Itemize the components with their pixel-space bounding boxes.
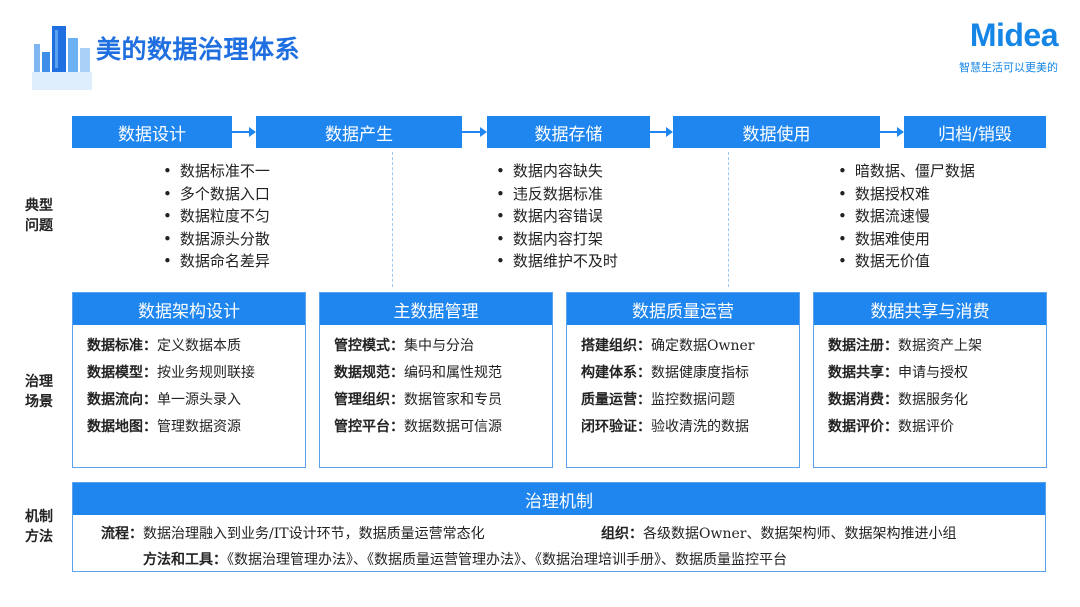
list-item: 数据共享：申请与授权 xyxy=(828,365,968,381)
buildings-logo-icon xyxy=(32,26,92,90)
list-item: 数据命名差异 xyxy=(163,250,270,273)
problems-list-storage: 数据内容缺失 违反数据标准 数据内容错误 数据内容打架 数据维护不及时 xyxy=(496,160,618,273)
list-item: 数据标准：定义数据本质 xyxy=(87,338,241,354)
list-item: 违反数据标准 xyxy=(496,183,618,206)
mechanism-box: 治理机制 流程：数据治理融入到业务/IT设计环节，数据质量运营常态化 组织：各级… xyxy=(72,482,1046,572)
stage-data-storage: 数据存储 xyxy=(487,116,650,148)
list-item: 多个数据入口 xyxy=(163,183,270,206)
page-title: 美的数据治理体系 xyxy=(96,35,301,64)
scenario-box-quality: 数据质量运营 搭建组织：确定数据Owner 构建体系：数据健康度指标 质量运营：… xyxy=(566,292,800,468)
flow-arrow xyxy=(880,127,904,137)
mechanism-organization: 组织：各级数据Owner、数据架构师、数据架构推进小组 xyxy=(601,526,957,542)
list-item: 数据源头分散 xyxy=(163,228,270,251)
row-label-problems: 典型问题 xyxy=(25,198,53,234)
list-item: 数据标准不一 xyxy=(163,160,270,183)
brand-slogan: 智慧生活可以更美的 xyxy=(959,61,1058,74)
stage-data-design: 数据设计 xyxy=(72,116,232,148)
stage-data-production: 数据产生 xyxy=(256,116,462,148)
list-item: 数据模型：按业务规则联接 xyxy=(87,365,255,381)
scenario-title: 数据质量运营 xyxy=(567,293,799,325)
mechanism-tools: 方法和工具：《数据治理管理办法》、《数据质量运营管理办法》、《数据治理培训手册》… xyxy=(143,552,787,568)
list-item: 搭建组织：确定数据Owner xyxy=(581,338,755,354)
scenario-title: 数据架构设计 xyxy=(73,293,305,325)
scenario-box-sharing: 数据共享与消费 数据注册：数据资产上架 数据共享：申请与授权 数据消费：数据服务… xyxy=(813,292,1047,468)
list-item: 数据消费：数据服务化 xyxy=(828,392,968,408)
list-item: 暗数据、僵尸数据 xyxy=(838,160,975,183)
list-item: 数据授权难 xyxy=(838,183,975,206)
list-item: 闭环验证：验收清洗的数据 xyxy=(581,419,749,435)
column-divider xyxy=(728,152,729,287)
flow-arrow xyxy=(462,127,487,137)
list-item: 数据内容缺失 xyxy=(496,160,618,183)
stage-archive-destroy: 归档/销毁 xyxy=(904,116,1046,148)
brand: Midea 智慧生活可以更美的 xyxy=(959,17,1059,75)
scenario-box-architecture: 数据架构设计 数据标准：定义数据本质 数据模型：按业务规则联接 数据流向：单一源… xyxy=(72,292,306,468)
list-item: 构建体系：数据健康度指标 xyxy=(581,365,749,381)
list-item: 管理组织：数据管家和专员 xyxy=(334,392,502,408)
brand-logo: Midea xyxy=(969,17,1059,53)
list-item: 管控模式：集中与分治 xyxy=(334,338,474,354)
stage-data-usage: 数据使用 xyxy=(673,116,880,148)
problems-list-design: 数据标准不一 多个数据入口 数据粒度不匀 数据源头分散 数据命名差异 xyxy=(163,160,270,273)
column-divider xyxy=(392,152,393,287)
flow-arrow xyxy=(232,127,256,137)
list-item: 数据内容错误 xyxy=(496,205,618,228)
list-item: 数据无价值 xyxy=(838,250,975,273)
scenario-title: 数据共享与消费 xyxy=(814,293,1046,325)
list-item: 数据评价：数据评价 xyxy=(828,419,954,435)
list-item: 数据流速慢 xyxy=(838,205,975,228)
problems-list-usage: 暗数据、僵尸数据 数据授权难 数据流速慢 数据难使用 数据无价值 xyxy=(838,160,975,273)
list-item: 数据内容打架 xyxy=(496,228,618,251)
list-item: 数据规范：编码和属性规范 xyxy=(334,365,502,381)
list-item: 数据难使用 xyxy=(838,228,975,251)
list-item: 数据流向：单一源头录入 xyxy=(87,392,241,408)
flow-arrow xyxy=(650,127,673,137)
list-item: 数据地图：管理数据资源 xyxy=(87,419,241,435)
mechanism-process: 流程：数据治理融入到业务/IT设计环节，数据质量运营常态化 xyxy=(101,526,485,542)
scenario-title: 主数据管理 xyxy=(320,293,552,325)
list-item: 数据粒度不匀 xyxy=(163,205,270,228)
list-item: 数据注册：数据资产上架 xyxy=(828,338,982,354)
row-label-mechanism: 机制方法 xyxy=(25,509,53,545)
list-item: 质量运营：监控数据问题 xyxy=(581,392,735,408)
list-item: 管控平台：数据数据可信源 xyxy=(334,419,502,435)
row-label-scenarios: 治理场景 xyxy=(25,374,53,410)
list-item: 数据维护不及时 xyxy=(496,250,618,273)
scenario-box-master-data: 主数据管理 管控模式：集中与分治 数据规范：编码和属性规范 管理组织：数据管家和… xyxy=(319,292,553,468)
mechanism-title: 治理机制 xyxy=(73,483,1045,515)
